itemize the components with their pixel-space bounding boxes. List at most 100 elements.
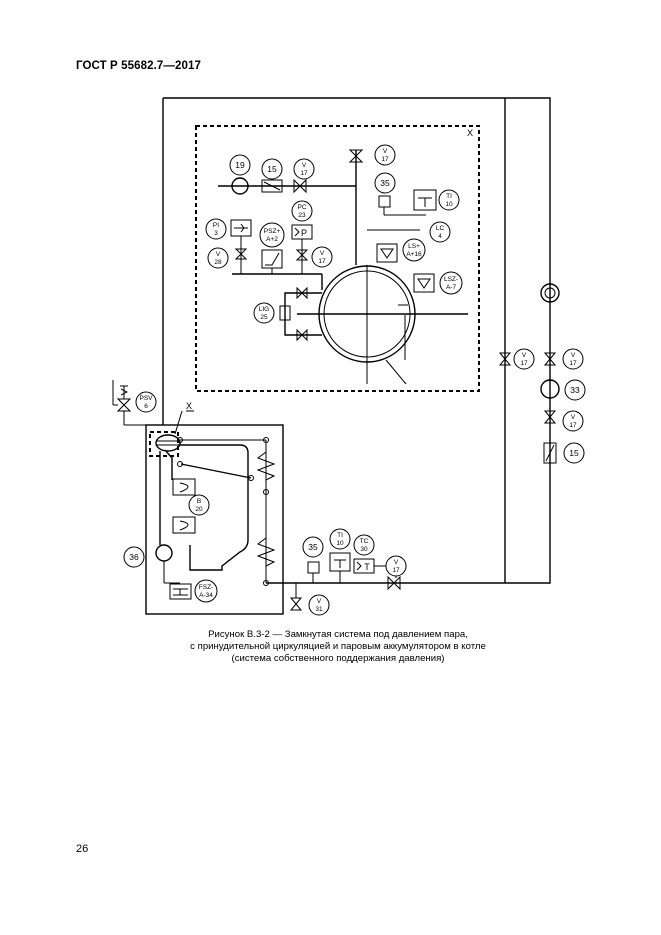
filter-icon: [543, 442, 557, 464]
svg-text:15: 15: [569, 448, 579, 458]
svg-text:33: 33: [570, 385, 580, 395]
burner-icon: [172, 478, 196, 496]
page-number: 26: [76, 843, 89, 855]
filter-icon: [261, 179, 283, 193]
frame-x-mark: X: [467, 128, 473, 138]
tag-item-36: [123, 546, 145, 568]
tag-item-35-top: [374, 172, 396, 194]
boiler-drum-dashed: [149, 431, 179, 457]
tag-filter-15: [261, 158, 283, 180]
svg-text:LC: LC: [436, 225, 445, 232]
tag-ti-10-bottom: [329, 528, 351, 550]
svg-text:B: B: [197, 498, 201, 505]
svg-text:V: V: [394, 559, 399, 566]
svg-text:30: 30: [360, 546, 368, 553]
boiler-housing: [145, 424, 284, 615]
boiler-circulation: [159, 444, 252, 571]
relief-valve-icon: [116, 398, 132, 412]
svg-text:PI: PI: [213, 222, 219, 229]
tag-lig-25: [253, 302, 275, 324]
svg-text:A+2: A+2: [266, 236, 278, 243]
flow-switch-icon: [169, 583, 192, 600]
svg-text:LSZ-: LSZ-: [444, 276, 458, 283]
tag-pump-33: [564, 379, 586, 401]
level-switch-icon: [413, 273, 435, 293]
pump-icon: [540, 379, 560, 399]
svg-text:35: 35: [308, 542, 318, 552]
flow-meter-icon: [540, 283, 560, 303]
tag-tc-30: [353, 534, 375, 556]
svg-text:V: V: [302, 162, 307, 169]
pump-icon: [231, 177, 249, 195]
svg-text:6: 6: [144, 403, 148, 410]
tag-pi-3: [205, 218, 227, 240]
valve-icon: [387, 575, 401, 591]
svg-text:LS+: LS+: [408, 243, 420, 250]
tag-valve-17-mid: [311, 246, 333, 268]
svg-text:23: 23: [298, 212, 306, 219]
svg-text:17: 17: [520, 360, 528, 367]
tag-valve-28: [207, 247, 229, 269]
svg-text:28: 28: [214, 259, 222, 266]
svg-text:10: 10: [445, 201, 453, 208]
tag-valve-17-feed: [293, 158, 315, 180]
svg-text:V: V: [320, 250, 325, 257]
svg-text:PSZ+: PSZ+: [264, 228, 281, 235]
svg-text:A-7: A-7: [446, 284, 457, 291]
tag-valve-17-top: [374, 144, 396, 166]
figure-caption: Рисунок В.3-2 — Замкнутая система под да…: [150, 629, 526, 665]
valve-icon: [348, 149, 364, 163]
tag-lc-4: [429, 221, 451, 243]
svg-text:V: V: [216, 251, 221, 258]
tag-pc-23: [291, 200, 313, 222]
svg-text:35: 35: [380, 178, 390, 188]
tag-ti-10-top: [438, 189, 460, 211]
svg-text:A-34: A-34: [199, 592, 213, 599]
level-glass-loop: [284, 292, 322, 336]
t-symbol: T: [364, 562, 370, 572]
instrument-box: [378, 195, 391, 208]
svg-text:V: V: [571, 414, 576, 421]
svg-text:17: 17: [569, 422, 577, 429]
tag-valve-31: [308, 594, 330, 616]
svg-text:PC: PC: [297, 204, 306, 211]
svg-text:A+16: A+16: [406, 251, 422, 258]
valve-icon: [543, 410, 557, 424]
instrument-box: [307, 561, 320, 574]
tag-lsz-a7: [439, 271, 463, 295]
pump-icon: [155, 544, 173, 562]
svg-text:17: 17: [392, 567, 400, 574]
valve-icon: [498, 352, 512, 366]
boiler-x-mark: X: [186, 401, 192, 411]
svg-text:V: V: [522, 352, 527, 359]
svg-text:TI: TI: [337, 532, 343, 539]
svg-text:31: 31: [315, 606, 323, 613]
svg-text:V: V: [317, 598, 322, 605]
level-glass-icon: [279, 305, 291, 321]
svg-text:17: 17: [381, 156, 389, 163]
tag-valve-17-bottom-bubble: [385, 555, 407, 577]
heater-coil-icon: [256, 451, 276, 481]
caption-line: (система собственного поддержания давлен…: [231, 653, 445, 664]
boiler-steam-drum: [155, 434, 181, 452]
svg-text:LIG: LIG: [259, 306, 269, 313]
svg-text:17: 17: [300, 170, 308, 177]
tag-valve-17-right1: [513, 348, 535, 370]
p-symbol: P: [301, 228, 307, 238]
svg-text:V: V: [571, 352, 576, 359]
tag-psv-6: [135, 391, 157, 413]
svg-text:3: 3: [214, 230, 218, 237]
tag-b-20: [188, 494, 210, 516]
unit-dashed-frame: [195, 125, 480, 392]
valve-icon: [293, 178, 307, 194]
caption-line: Рисунок В.3-2 — Замкнутая система под да…: [208, 629, 468, 640]
tag-ls-a16: [402, 238, 426, 262]
tag-valve-17-right2: [562, 348, 584, 370]
temperature-sensor-icon: [413, 189, 437, 211]
tag-valve-17-right3: [562, 410, 584, 432]
svg-text:17: 17: [318, 258, 326, 265]
heater-coil-icon: [256, 537, 276, 567]
tag-psz-a2: [259, 222, 285, 248]
drum-outlet-line: [385, 359, 407, 385]
